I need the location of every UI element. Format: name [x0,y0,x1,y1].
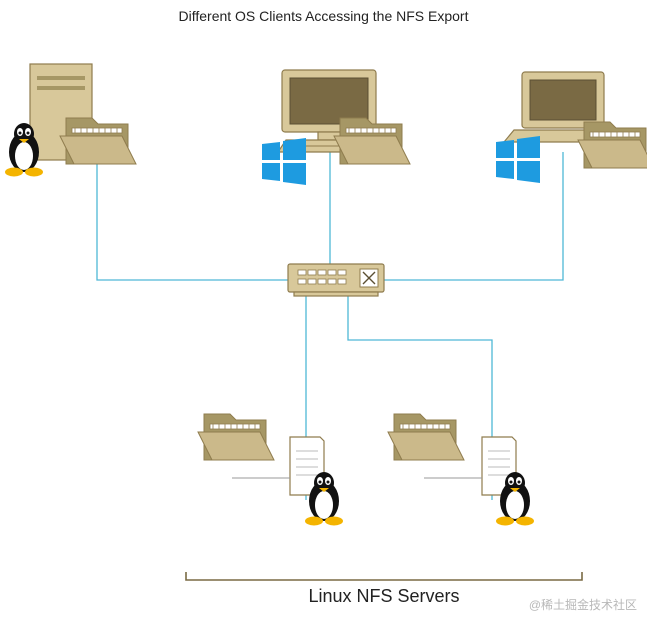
nfs-export-folder-icon [387,413,465,461]
link-network-switch-to-nfs-server-2 [347,296,493,500]
shared-folder-icon [333,117,411,165]
nfs-server-2[interactable] [387,413,534,526]
nfs-server-1[interactable] [197,413,343,526]
client-windows-desktop[interactable] [262,69,411,185]
client-windows-laptop[interactable] [496,71,647,183]
network-switch[interactable] [287,263,385,297]
shared-folder-icon [59,117,137,165]
diagram-title: Different OS Clients Accessing the NFS E… [178,8,469,24]
shared-folder-icon [577,121,647,169]
link-client-windows-laptop-to-network-switch [384,152,564,281]
linux-nfs-servers-label: Linux NFS Servers [308,586,460,606]
client-linux-server[interactable] [5,63,137,177]
servers-group-bracket [185,572,583,581]
watermark: @稀土掘金技术社区 [528,598,637,612]
windows-logo-icon [496,136,540,183]
nfs-export-folder-icon [197,413,275,461]
link-client-linux-server-to-network-switch [96,160,288,281]
windows-logo-icon [262,138,306,185]
